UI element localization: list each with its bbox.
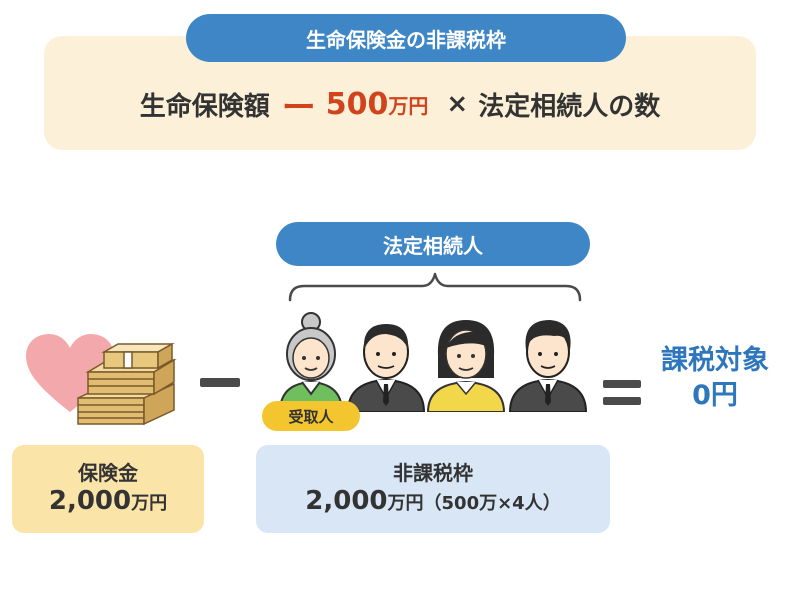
- allowance-amount: 2,000: [305, 485, 388, 516]
- formula-term1: 生命保険額: [139, 91, 270, 122]
- formula-title-text: 生命保険金の非課税枠: [306, 27, 506, 52]
- formula-unit: 万円: [388, 93, 429, 118]
- equals-operator-top: [603, 380, 641, 388]
- insurance-amount-line: 2,000万円: [49, 485, 167, 518]
- man-icon: [508, 320, 588, 412]
- heirs-brace: [288, 272, 582, 302]
- woman-icon: [426, 320, 506, 412]
- allowance-label: 非課税枠: [393, 460, 473, 485]
- recipient-badge: 受取人: [262, 401, 360, 431]
- grandmother-icon: [278, 312, 344, 412]
- allowance-box: 非課税枠 2,000万円（500万×4人）: [256, 445, 610, 533]
- allowance-unit: 万円（500万×4人）: [387, 492, 561, 514]
- allowance-amount-line: 2,000万円（500万×4人）: [305, 485, 560, 518]
- insurance-unit: 万円: [131, 492, 168, 514]
- heirs-label: 法定相続人: [276, 222, 590, 266]
- recipient-badge-text: 受取人: [288, 407, 334, 426]
- money-stack-icon: [77, 342, 177, 426]
- insurance-label: 保険金: [78, 460, 138, 485]
- formula-term2: 法定相続人の数: [478, 91, 661, 122]
- formula-title: 生命保険金の非課税枠: [186, 14, 626, 62]
- grandfather-icon: [346, 324, 426, 412]
- heirs-label-text: 法定相続人: [383, 233, 483, 258]
- formula-minus: ー: [281, 87, 316, 128]
- formula-amount: 500: [325, 86, 389, 122]
- insurance-amount: 2,000: [48, 485, 132, 516]
- insurance-box: 保険金 2,000万円: [12, 445, 204, 533]
- result-value: 0円: [692, 380, 738, 411]
- result-label: 課税対象: [661, 344, 769, 376]
- equals-operator-bottom: [603, 397, 641, 405]
- result: 課税対象 0円: [640, 330, 790, 426]
- formula-equation: 生命保険額 ー 500 万円 × 法定相続人の数: [44, 72, 756, 136]
- minus-operator: [200, 378, 240, 387]
- formula-times: ×: [446, 89, 469, 119]
